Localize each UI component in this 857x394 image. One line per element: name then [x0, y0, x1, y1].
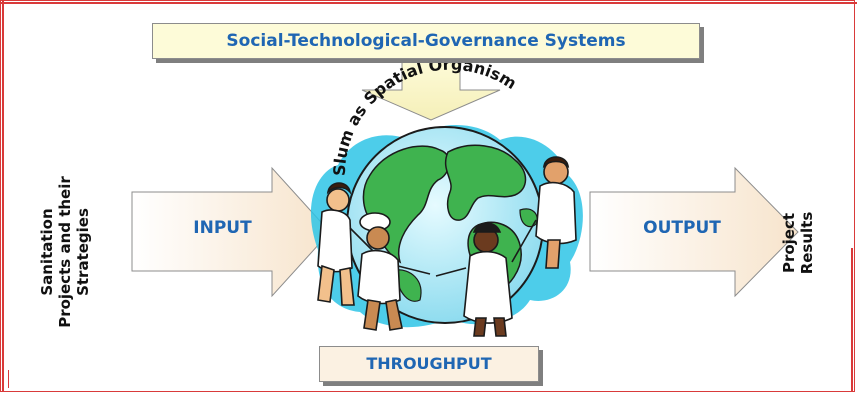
text-cursor: [8, 370, 9, 388]
throughput-box: [319, 346, 539, 382]
frame-top-border: [0, 2, 857, 4]
input-label: INPUT: [193, 218, 252, 238]
throughput-label: THROUGHPUT: [366, 354, 492, 373]
frame-right-border: [851, 248, 853, 392]
left-side-line-3: Strategies: [74, 208, 92, 296]
left-side-text: Sanitation Projects and their Strategies: [38, 167, 92, 337]
right-side-line-1: Project: [780, 212, 798, 274]
children-around-globe-icon: [317, 156, 577, 337]
down-arrow: [361, 59, 501, 121]
left-side-line-1: Sanitation: [38, 208, 56, 296]
frame-left-border: [2, 0, 4, 392]
output-arrow: [589, 166, 799, 298]
right-side-line-2: Results: [798, 211, 816, 275]
right-side-text: Project Results: [780, 203, 816, 283]
left-side-line-2: Projects and their: [56, 176, 74, 328]
input-arrow: [131, 166, 331, 298]
top-system-box: [152, 23, 700, 59]
output-label: OUTPUT: [643, 218, 721, 238]
top-system-label: Social-Technological-Governance Systems: [226, 31, 626, 51]
